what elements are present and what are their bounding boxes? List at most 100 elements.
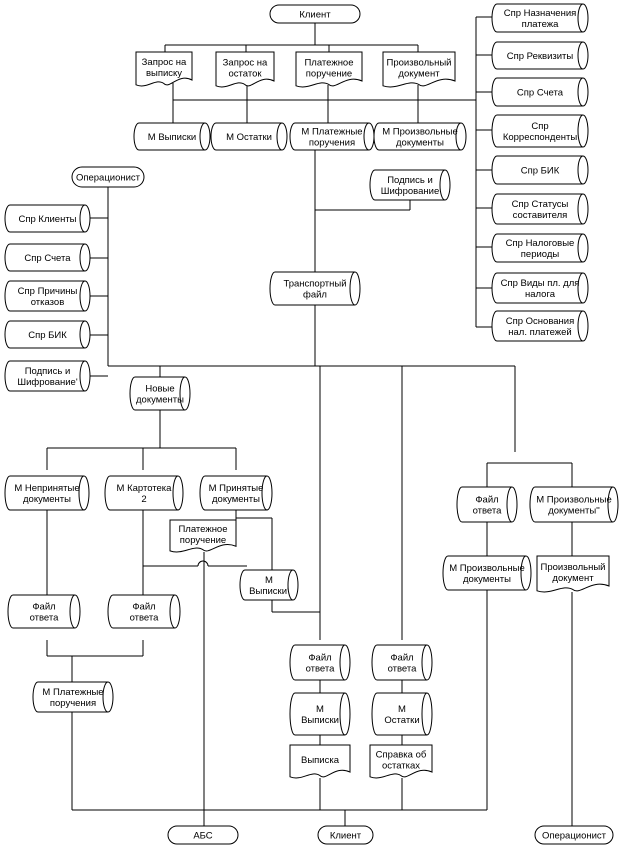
node-label-line: поручения <box>309 138 355 149</box>
spr-bik-left-node: Спр БИК <box>4 320 91 349</box>
document-shape <box>369 744 433 779</box>
spr-bik-right-node: Спр БИК <box>491 155 589 185</box>
cylinder-end <box>421 644 428 681</box>
node-label-line: ответа <box>388 664 418 675</box>
node-label-line: документ <box>398 69 440 80</box>
cylinder-end <box>421 692 428 736</box>
node-label-line: Запрос на <box>223 58 268 69</box>
node-label-line: Спр <box>531 121 548 132</box>
node-label-line: Остатки <box>384 715 419 726</box>
node-label: Клиент <box>299 10 331 21</box>
document-shape <box>215 51 275 88</box>
node-label-line: М <box>265 575 273 586</box>
cylinder-end <box>79 360 86 392</box>
node-label-line: поручения <box>50 698 96 709</box>
node-label-line: Шифрование <box>381 186 439 197</box>
terminator-shape <box>317 825 374 845</box>
node-label-line: М Платежные <box>42 687 103 698</box>
cylinder-end <box>79 320 86 349</box>
node-label-line: Шифрование' <box>17 377 77 388</box>
cylinder-end <box>287 569 294 601</box>
node-label-line: Спр Основания <box>506 316 575 327</box>
cylinder-end <box>276 122 283 151</box>
node-label: Спр БИК <box>521 166 560 177</box>
node-label-line: Выписки' <box>249 586 289 597</box>
cylinder-end <box>506 486 513 523</box>
terminator-shape <box>167 825 239 845</box>
abs-node: АБС <box>167 825 239 845</box>
cylinder-end <box>78 475 85 511</box>
node-label-line: Спр Счета <box>517 88 564 99</box>
node-label-line: Спр Назначения <box>504 8 577 19</box>
cylinder-end <box>199 122 206 151</box>
terminator-shape <box>269 4 361 24</box>
node-label-line: Клиент <box>299 10 331 21</box>
cylinder-end <box>607 486 614 523</box>
node-label-line: Файл <box>32 602 55 613</box>
document-shape <box>169 519 237 553</box>
node-label-line: М Непринятые <box>14 483 79 494</box>
node-label-line: Подпись и <box>25 366 71 377</box>
terminator-shape <box>534 825 614 845</box>
node-label-line: платежа <box>522 19 560 30</box>
node-label-line: Корреспонденты <box>503 132 578 143</box>
node-label: Спр Клиенты <box>18 214 76 225</box>
operacionist-bottom-node: Операционист <box>534 825 614 845</box>
node-label-line: М Выписки <box>148 132 196 143</box>
klient-bottom-node: Клиент <box>317 825 374 845</box>
node-label: Выписка <box>301 755 340 766</box>
terminator-shape <box>71 166 145 188</box>
node-label-line: 2 <box>141 494 146 505</box>
node-label-line: М <box>398 704 406 715</box>
node-label-line: М Картотека <box>117 483 173 494</box>
node-label-line: поручение <box>306 69 352 80</box>
node-label-line: остатках <box>382 761 420 772</box>
node-label-line: документ <box>552 573 594 584</box>
cylinder-end <box>363 122 370 151</box>
node-label-line: периоды <box>521 249 560 260</box>
node-label-line: документы <box>212 494 260 505</box>
node-label-line: выписку <box>146 68 182 79</box>
node-label-line: Операционист <box>542 831 607 842</box>
node-label-line: документы <box>396 138 444 149</box>
document-shape <box>135 51 193 87</box>
cylinder-end <box>577 155 584 185</box>
node-label-line: составителя <box>513 210 568 221</box>
cylinder-end <box>79 280 86 312</box>
node-label: Клиент <box>330 831 362 842</box>
node-label-line: Спр Счета <box>24 253 71 264</box>
node-label-line: Файл <box>475 495 498 506</box>
